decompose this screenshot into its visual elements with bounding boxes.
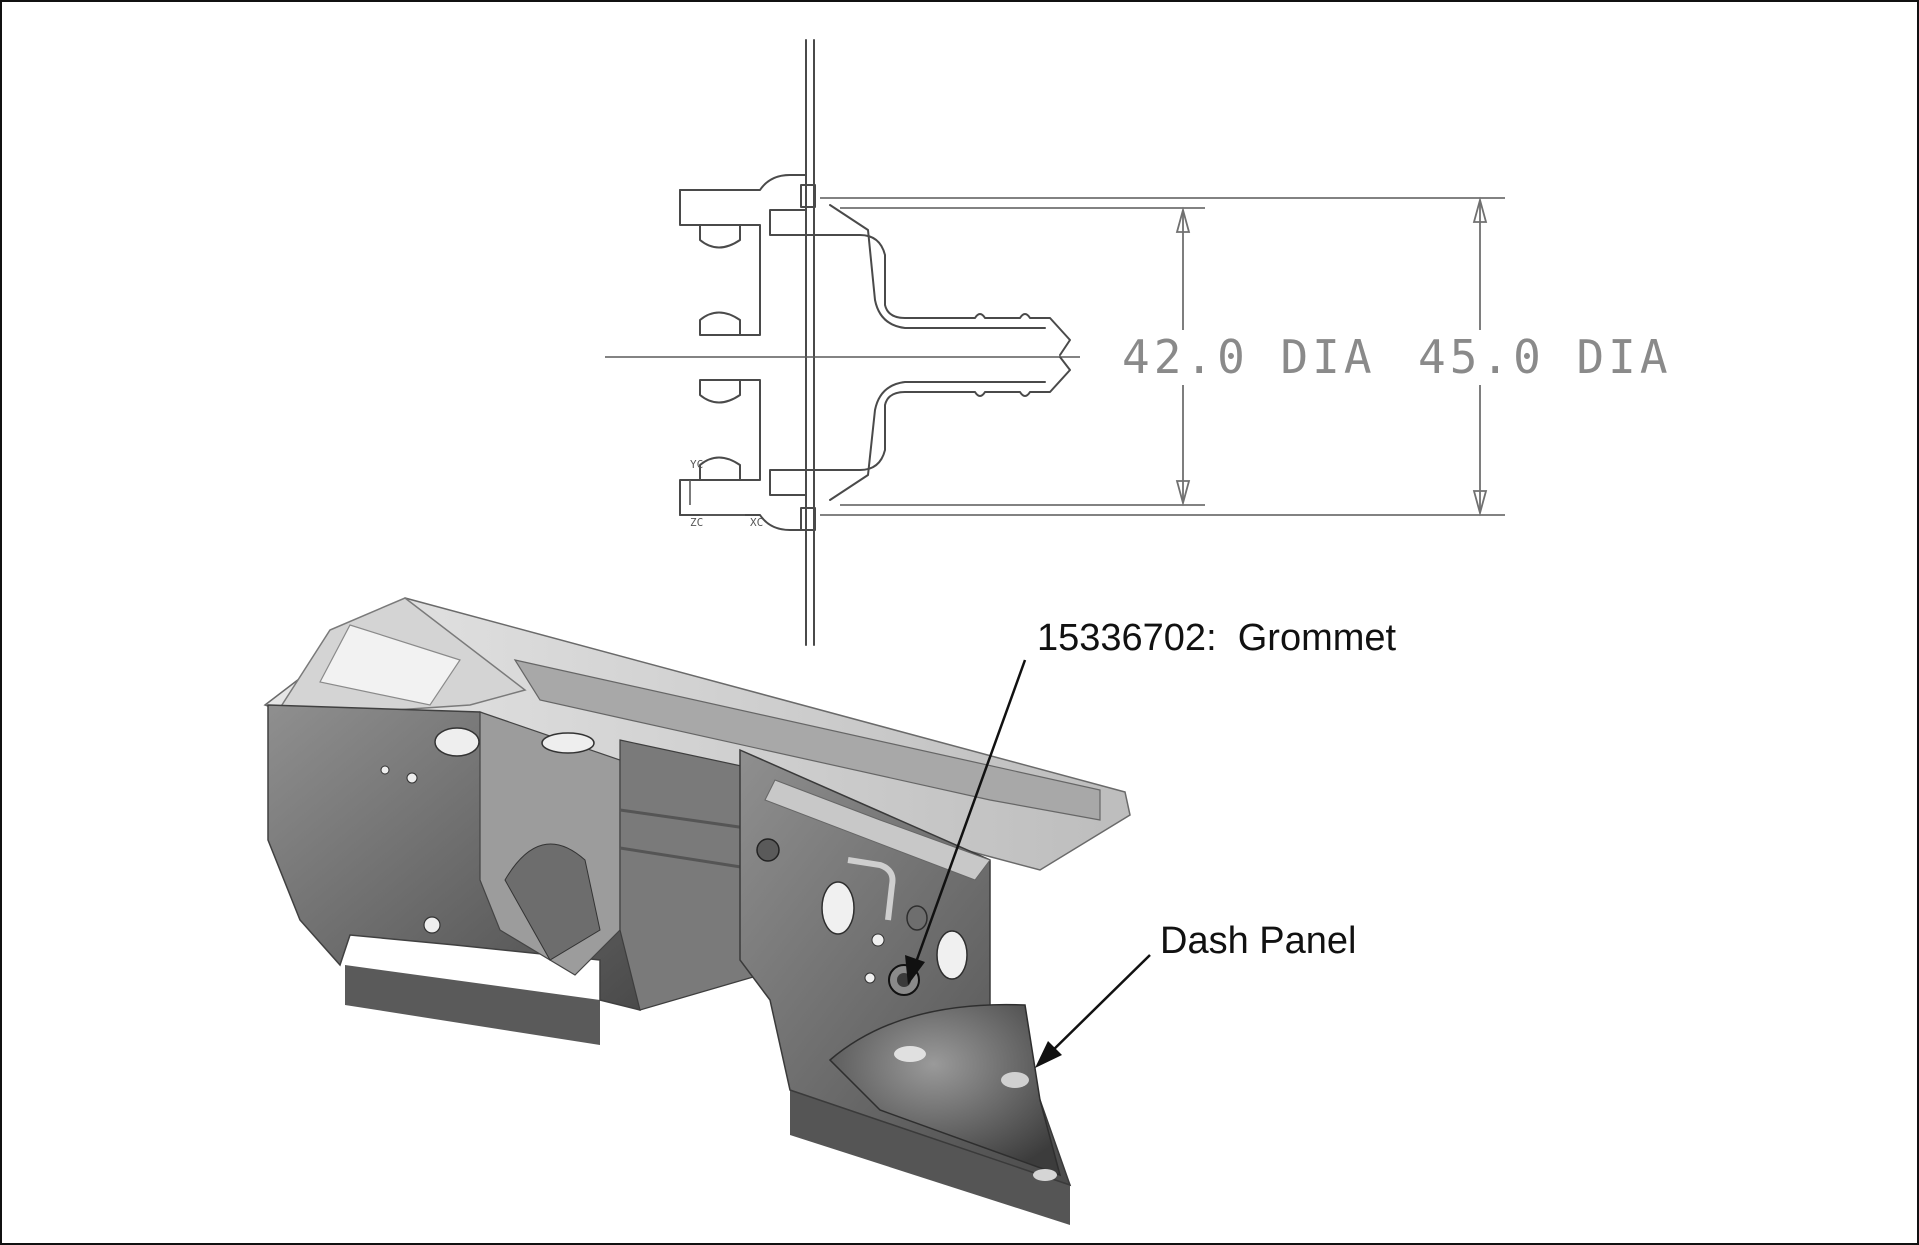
axis-label-zc: ZC	[690, 516, 703, 529]
left-pinhole-2	[380, 765, 390, 775]
grommet-leader-line	[913, 659, 1027, 966]
right-top-face	[764, 779, 991, 881]
grommet-inner-lower	[829, 381, 1046, 501]
footwell-bowl	[828, 1003, 1062, 1177]
wall-clip-lower	[800, 507, 816, 531]
center-rib-upper	[619, 808, 761, 832]
right-skirt	[790, 1090, 1070, 1225]
inner-diameter-label: 42.0 DIA	[1122, 330, 1376, 384]
left-slot	[541, 732, 595, 754]
right-pinhole-2	[864, 972, 876, 984]
dash-panel-leader-line	[1044, 954, 1151, 1059]
bowl-dimple-1	[894, 1046, 926, 1062]
wall-clip-upper	[800, 184, 816, 208]
grommet-leader-arrow	[905, 955, 925, 985]
dash-panel-leader-arrow	[1035, 1041, 1062, 1068]
outer-dimension-arrow-top	[1472, 196, 1488, 223]
left-pinhole-1	[406, 772, 418, 784]
center-rib-lower	[619, 846, 761, 872]
right-hole-large-1	[821, 881, 855, 935]
right-hole-large-2	[936, 930, 968, 980]
bowl-dimple-2	[1001, 1072, 1029, 1088]
grommet-flange-lower	[679, 379, 761, 516]
right-recess	[906, 905, 928, 931]
grommet-profile-lower	[679, 356, 1071, 531]
outer-dimension-arrow-bottom	[1472, 490, 1488, 517]
left-hole-large	[434, 727, 480, 757]
bracket-tube	[847, 857, 896, 921]
inner-dimension-arrow-bottom	[1175, 480, 1191, 507]
grommet-profile-upper	[679, 174, 1071, 356]
boss-fitting	[756, 838, 780, 862]
outer-diameter-label: 45.0 DIA	[1418, 330, 1672, 384]
left-tower-window	[319, 624, 461, 706]
tunnel-recess	[504, 843, 601, 961]
right-pinhole-1	[871, 933, 885, 947]
axis-label-xc: XC	[750, 516, 763, 529]
center-strip	[619, 739, 761, 1011]
axis-label-yc: YC	[690, 458, 703, 471]
bowl-dimple-3	[1033, 1169, 1057, 1181]
upper-channel	[513, 659, 1101, 821]
inner-dimension-arrow-top	[1175, 206, 1191, 233]
dash-panel-callout-label: Dash Panel	[1160, 920, 1357, 962]
left-hole-small	[423, 916, 441, 934]
grommet-lip-upper	[699, 224, 741, 249]
grommet-inner-upper	[829, 204, 1046, 329]
grommet-lip-lower	[699, 456, 741, 481]
grommet-callout-label: 15336702: Grommet	[1037, 617, 1397, 659]
grommet-flange-upper	[679, 189, 761, 336]
left-skirt	[345, 965, 600, 1045]
